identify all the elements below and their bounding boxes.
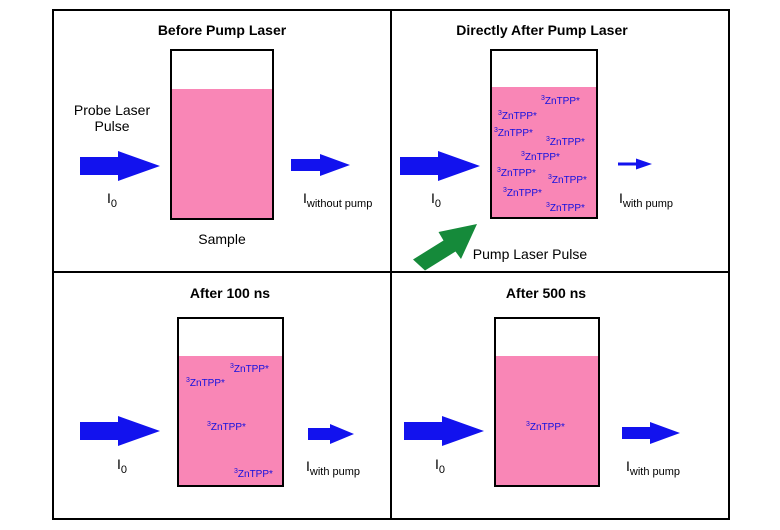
intensity-i0-label: I0 — [117, 456, 127, 476]
excited-molecules: 3ZnTPP* — [526, 421, 565, 433]
panel-before-pump: Before Pump Laser Probe Laser Pulse I0 S… — [74, 22, 372, 247]
probe-label-line1: Probe Laser — [74, 102, 151, 118]
intensity-with-pump-label: Iwith pump — [626, 458, 680, 478]
intensity-without-pump-label: Iwithout pump — [303, 190, 372, 210]
intensity-with-pump-label: Iwith pump — [619, 190, 673, 210]
intensity-i0-label: I0 — [107, 190, 117, 210]
probe-arrow-icon — [400, 151, 480, 181]
panel-title-after-500ns: After 500 ns — [506, 285, 586, 301]
excited-molecule-label: 3ZnTPP* — [503, 187, 542, 199]
intensity-with-pump-label: Iwith pump — [306, 458, 360, 478]
panel-title-after-pump: Directly After Pump Laser — [456, 22, 628, 38]
excited-molecule-label: 3ZnTPP* — [526, 421, 565, 433]
panel-after-500ns: After 500 ns I0 3ZnTPP* Iwith pump — [404, 285, 680, 487]
sample-cuvette — [170, 49, 274, 220]
excited-molecule-label: 3ZnTPP* — [234, 468, 273, 480]
excited-molecules: 3ZnTPP* 3ZnTPP* 3ZnTPP* 3ZnTPP* — [186, 363, 273, 480]
pump-arrow-icon — [413, 224, 477, 271]
pump-laser-pulse-label: Pump Laser Pulse — [473, 246, 588, 262]
excited-molecule-label: 3ZnTPP* — [230, 363, 269, 375]
excited-molecules: 3ZnTPP* 3ZnTPP* 3ZnTPP* 3ZnTPP* 3ZnTPP* … — [494, 95, 587, 214]
excited-molecule-label: 3ZnTPP* — [546, 136, 585, 148]
excited-molecule-label: 3ZnTPP* — [497, 167, 536, 179]
intensity-i0-label: I0 — [435, 456, 445, 476]
transmitted-arrow-icon — [618, 158, 652, 170]
panel-title-before: Before Pump Laser — [158, 22, 287, 38]
excited-molecule-label: 3ZnTPP* — [521, 151, 560, 163]
probe-arrow-icon — [80, 151, 160, 181]
panel-title-after-100ns: After 100 ns — [190, 285, 270, 301]
transmitted-arrow-icon — [622, 422, 680, 444]
excited-molecule-label: 3ZnTPP* — [548, 174, 587, 186]
excited-molecule-label: 3ZnTPP* — [541, 95, 580, 107]
transmitted-arrow-icon — [308, 424, 354, 444]
panel-directly-after-pump: Directly After Pump Laser I0 3ZnTPP* 3Zn… — [400, 22, 673, 271]
probe-arrow-icon — [80, 416, 160, 446]
probe-arrow-icon — [404, 416, 484, 446]
sample-cuvette — [177, 317, 284, 487]
excited-molecule-label: 3ZnTPP* — [546, 202, 585, 214]
sample-label: Sample — [198, 231, 246, 247]
sample-cuvette — [494, 317, 600, 487]
excited-molecule-label: 3ZnTPP* — [186, 377, 225, 389]
transmitted-arrow-icon — [291, 154, 350, 176]
intensity-i0-label: I0 — [431, 190, 441, 210]
excited-molecule-label: 3ZnTPP* — [494, 127, 533, 139]
panel-after-100ns: After 100 ns I0 3ZnTPP* 3ZnTPP* 3ZnTPP* … — [80, 285, 360, 487]
excited-molecule-label: 3ZnTPP* — [498, 110, 537, 122]
excited-molecule-label: 3ZnTPP* — [207, 421, 246, 433]
probe-label-line2: Pulse — [94, 118, 129, 134]
sample-cuvette — [490, 49, 598, 219]
